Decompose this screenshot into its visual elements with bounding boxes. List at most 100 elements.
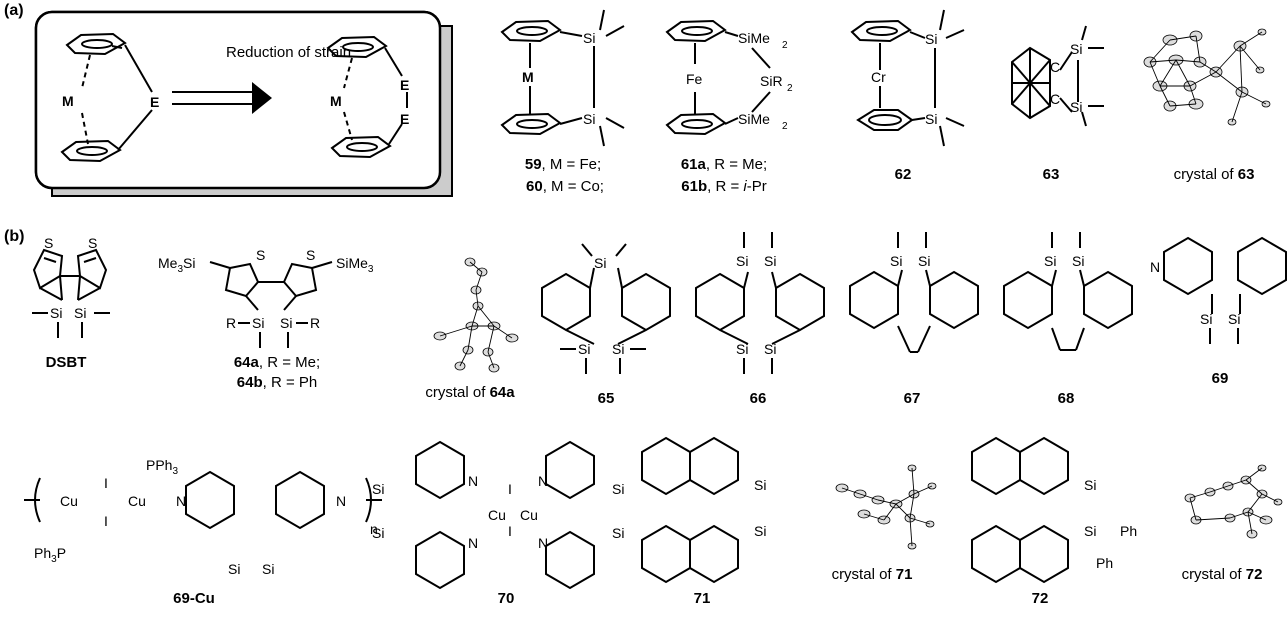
structure-69: N Si Si <box>1150 237 1287 344</box>
panel-a-label: (a) <box>4 2 24 19</box>
svg-text:Si: Si <box>583 30 595 46</box>
svg-text:Si: Si <box>594 255 606 271</box>
svg-text:Si: Si <box>1044 253 1056 269</box>
structure-66: Si Si Si Si <box>695 232 825 374</box>
svg-text:Si: Si <box>578 341 590 357</box>
svg-text:Cu: Cu <box>60 493 78 509</box>
svg-text:Si: Si <box>252 315 264 331</box>
caption-72: 72 <box>1031 590 1049 607</box>
svg-text:Si: Si <box>764 253 776 269</box>
svg-text:M: M <box>522 69 534 85</box>
svg-text:Si: Si <box>1200 311 1212 327</box>
svg-text:I: I <box>508 481 512 497</box>
caption-59: 59, M = Fe; <box>524 156 602 173</box>
svg-text:Si: Si <box>612 525 624 541</box>
svg-text:Si: Si <box>925 31 937 47</box>
svg-text:Si: Si <box>890 253 902 269</box>
relaxed-ansa-metallocene: M E E <box>327 36 409 158</box>
svg-text:Me3Si: Me3Si <box>158 255 195 275</box>
svg-text:N: N <box>468 473 478 489</box>
structure-68: Si Si <box>1003 232 1133 351</box>
svg-text:I: I <box>104 513 108 529</box>
svg-text:Si: Si <box>1070 99 1082 115</box>
caption-crystal-72: crystal of 72 <box>1181 566 1263 583</box>
svg-text:C: C <box>1050 91 1060 107</box>
caption-64b: 64b, R = Ph <box>236 374 318 391</box>
reduction-of-strain-label: Reduction of strain <box>226 44 352 61</box>
caption-66: 66 <box>749 390 767 407</box>
svg-text:R: R <box>310 315 320 331</box>
svg-text:Si: Si <box>583 111 595 127</box>
structure-72: Si Si Ph Ph <box>971 437 1137 583</box>
caption-67: 67 <box>903 390 921 407</box>
structure-62: Si Si Cr <box>851 9 965 147</box>
caption-dsbt: DSBT <box>45 354 87 371</box>
caption-71: 71 <box>693 590 711 607</box>
caption-crystal-71: crystal of 71 <box>831 566 913 583</box>
svg-text:Si: Si <box>754 523 766 539</box>
svg-text:Si: Si <box>1072 253 1084 269</box>
caption-64a: 64a, R = Me; <box>233 354 321 371</box>
crystal-63-ortep <box>1143 28 1271 126</box>
structure-63: C C Si Si <box>1011 25 1104 127</box>
svg-text:Cu: Cu <box>128 493 146 509</box>
svg-text:Si: Si <box>736 341 748 357</box>
svg-text:Si: Si <box>1084 477 1096 493</box>
svg-text:I: I <box>104 475 108 491</box>
svg-text:Si: Si <box>372 481 384 497</box>
svg-text:Si: Si <box>754 477 766 493</box>
metal-m-2: M <box>330 93 342 109</box>
svg-text:SiMe: SiMe <box>738 111 770 127</box>
svg-text:N: N <box>538 535 548 551</box>
caption-70: 70 <box>497 590 515 607</box>
svg-text:N: N <box>336 493 346 509</box>
structure-67: Si Si <box>849 232 979 353</box>
reduction-arrow <box>172 82 272 114</box>
strained-ansa-metallocene: M E <box>61 33 159 162</box>
svg-text:Cu: Cu <box>488 507 506 523</box>
svg-text:N: N <box>1150 259 1160 275</box>
structure-70: Si Si Si Si N N N N Cu Cu I I <box>372 441 624 589</box>
svg-text:SiMe: SiMe <box>738 30 770 46</box>
svg-text:Si: Si <box>1084 523 1096 539</box>
svg-text:Ph: Ph <box>1120 523 1137 539</box>
svg-text:n: n <box>370 521 378 537</box>
svg-text:SiMe3: SiMe3 <box>336 255 374 275</box>
svg-text:Si: Si <box>228 561 240 577</box>
caption-61a: 61a, R = Me; <box>680 156 768 173</box>
svg-text:S: S <box>256 247 265 263</box>
svg-text:Si: Si <box>736 253 748 269</box>
crystal-72-ortep <box>1184 464 1283 539</box>
svg-text:Ph: Ph <box>1096 555 1113 571</box>
caption-60: 60, M = Co; <box>526 178 604 195</box>
svg-text:2: 2 <box>782 40 788 51</box>
svg-text:Ph3P: Ph3P <box>34 545 66 565</box>
svg-text:SiR: SiR <box>760 73 783 89</box>
svg-text:Si: Si <box>612 341 624 357</box>
svg-text:Si: Si <box>764 341 776 357</box>
caption-62: 62 <box>894 166 912 183</box>
structure-dsbt: S S Si Si <box>32 235 110 338</box>
svg-text:R: R <box>226 315 236 331</box>
svg-text:N: N <box>176 493 186 509</box>
svg-text:2: 2 <box>787 83 793 94</box>
svg-text:Si: Si <box>50 305 62 321</box>
svg-text:Si: Si <box>1228 311 1240 327</box>
structure-69-cu: Cu I I Cu PPh3 Ph3P N N n Si Si <box>24 457 382 577</box>
structure-71: Si Si <box>641 437 766 583</box>
structure-64: S S Me3Si SiMe3 Si Si R R <box>158 247 374 348</box>
svg-text:PPh3: PPh3 <box>146 457 178 477</box>
caption-65: 65 <box>597 390 615 407</box>
caption-crystal-63: crystal of 63 <box>1173 166 1255 183</box>
caption-crystal-64a: crystal of 64a <box>425 384 515 401</box>
svg-text:S: S <box>306 247 315 263</box>
svg-text:I: I <box>508 523 512 539</box>
caption-69-cu: 69-Cu <box>173 590 215 607</box>
panel-b-label: (b) <box>4 228 25 245</box>
bridge-e: E <box>150 94 159 110</box>
metal-m: M <box>62 93 74 109</box>
svg-text:Si: Si <box>262 561 274 577</box>
svg-text:N: N <box>468 535 478 551</box>
